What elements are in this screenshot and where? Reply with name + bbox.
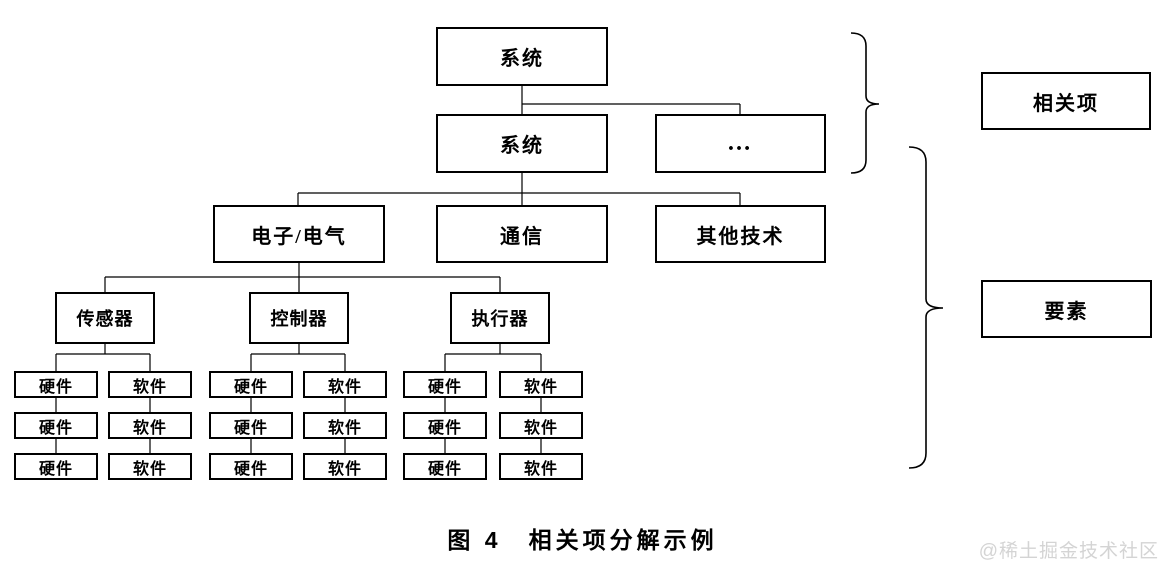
ellipsis-glyph: … (727, 130, 754, 156)
node-hardware: 硬件 (14, 371, 98, 398)
node-actuator: 执行器 (450, 292, 550, 344)
brace-element (908, 146, 944, 469)
node-label: 系统 (500, 135, 544, 157)
annotation-label: 相关项 (1033, 92, 1099, 115)
node-hardware: 硬件 (209, 371, 293, 398)
node-electronic-electrical: 电子/电气 (213, 205, 385, 263)
node-system-sub: 系统 (436, 114, 608, 173)
node-hardware: 硬件 (14, 412, 98, 439)
node-label: 控制器 (270, 309, 328, 329)
related-item-box: 相关项 (981, 72, 1151, 130)
node-label: 系统 (500, 48, 544, 70)
tree-connectors (55, 86, 741, 453)
node-software: 软件 (108, 371, 192, 398)
node-hardware: 硬件 (209, 412, 293, 439)
node-label: 执行器 (471, 309, 529, 329)
node-software: 软件 (303, 371, 387, 398)
node-software: 软件 (303, 453, 387, 480)
node-label: 传感器 (76, 309, 134, 329)
node-controller: 控制器 (249, 292, 349, 344)
watermark: @稀土掘金技术社区 (978, 541, 1159, 562)
node-hardware: 硬件 (209, 453, 293, 480)
node-software: 软件 (499, 412, 583, 439)
node-hardware: 硬件 (14, 453, 98, 480)
node-ellipsis: … (655, 114, 826, 173)
node-sensor: 传感器 (55, 292, 155, 344)
node-label: 电子/电气 (251, 225, 347, 248)
node-communication: 通信 (436, 205, 608, 263)
node-software: 软件 (499, 453, 583, 480)
node-hardware: 硬件 (403, 371, 487, 398)
node-software: 软件 (108, 453, 192, 480)
node-software: 软件 (499, 371, 583, 398)
figure-caption: 图 4 相关项分解示例 (447, 527, 718, 553)
node-other-technology: 其他技术 (655, 205, 826, 263)
annotation-label: 要素 (1044, 300, 1089, 323)
node-system-root: 系统 (436, 27, 608, 86)
node-hardware: 硬件 (403, 412, 487, 439)
node-software: 软件 (303, 412, 387, 439)
node-label: 其他技术 (696, 225, 785, 248)
node-hardware: 硬件 (403, 453, 487, 480)
brace-related-item (850, 32, 880, 174)
node-label: 通信 (500, 225, 544, 248)
element-box: 要素 (981, 280, 1152, 338)
node-software: 软件 (108, 412, 192, 439)
